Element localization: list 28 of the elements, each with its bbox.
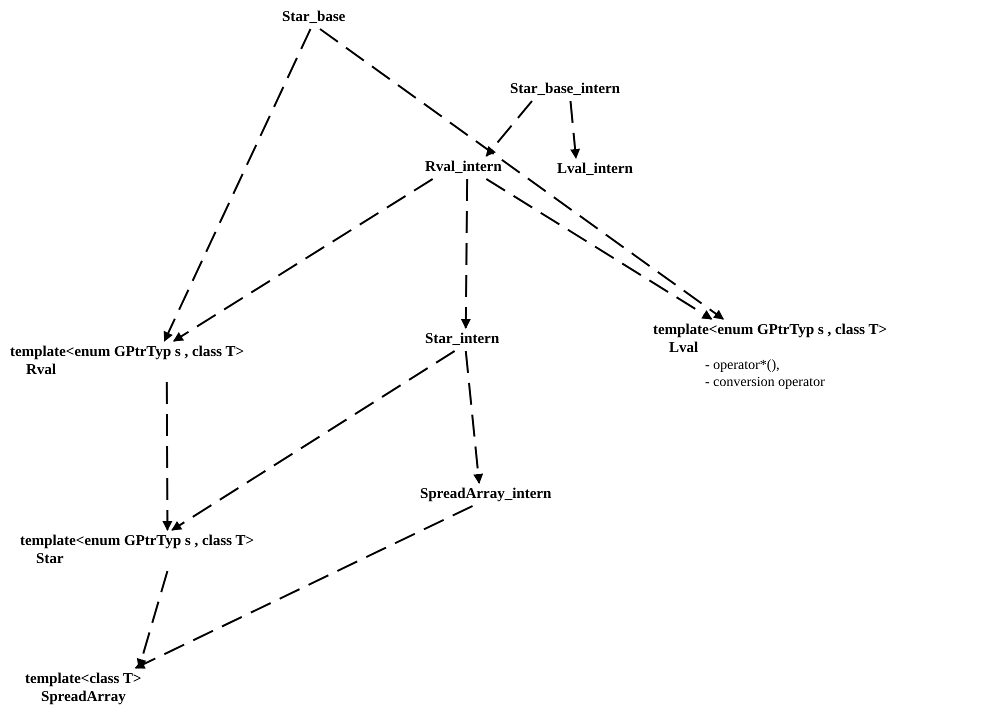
dashed-arrow [319,28,724,320]
dashed-arrow [486,178,712,320]
method-note: - conversion operator [704,374,826,391]
dashed-arrow [171,350,456,531]
dashed-arrow [164,28,312,342]
dashed-arrow [136,570,168,669]
class-name: template<class T> [25,670,142,688]
method-note: - operator*(), [704,357,781,374]
class-name: template<enum GPtrTyp s , class T> [10,343,244,361]
dashed-arrow [162,382,172,531]
class-name-line: Rval [25,361,57,379]
class-name: Star_base [282,8,346,26]
class-name: template<enum GPtrTyp s , class T> [20,532,254,550]
dashed-arrow [464,350,484,484]
dashed-arrow [172,178,434,342]
class-name: SpreadArray_intern [420,485,552,503]
dashed-arrow [134,505,473,669]
dashed-arrow [460,179,471,329]
dashed-arrow [486,100,533,157]
class-name: Lval_intern [557,160,633,178]
class-name: template<enum GPtrTyp s , class T> [653,321,888,339]
class-name: Star_base_intern [510,80,620,98]
class-name-line: Star [35,550,64,568]
class-name: Rval_intern [425,158,502,176]
class-name-line: SpreadArray [40,688,127,706]
dashed-arrow [570,100,580,159]
class-name-line: Lval [668,339,700,357]
class-name: Star_intern [425,330,500,348]
